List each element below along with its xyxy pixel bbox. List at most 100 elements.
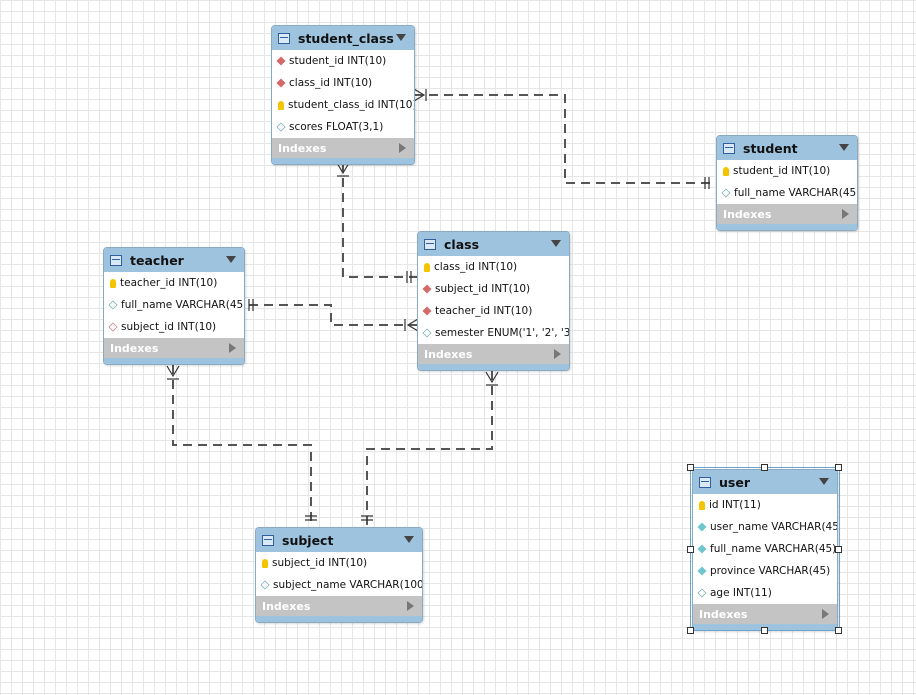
column-row[interactable]: semester ENUM('1', '2', '3') <box>418 322 569 344</box>
column-row[interactable]: teacher_id INT(10) <box>418 300 569 322</box>
foreign-key-icon <box>422 306 432 316</box>
rel-class-subject <box>366 371 493 528</box>
table-name: student <box>743 140 798 156</box>
attribute-icon <box>108 300 118 310</box>
attribute-icon <box>422 328 432 338</box>
table-icon <box>723 142 735 154</box>
bar-marker <box>406 271 412 283</box>
table-name: teacher <box>130 252 184 268</box>
foreign-key-icon <box>276 56 286 66</box>
table-teacher[interactable]: teacher teacher_id INT(10) full_name VAR… <box>103 247 245 365</box>
column-row[interactable]: full_name VARCHAR(45) <box>717 182 857 204</box>
table-class[interactable]: class class_id INT(10) subject_id INT(10… <box>417 231 570 371</box>
column-row[interactable]: user_name VARCHAR(45) <box>693 516 837 538</box>
indexes-label: Indexes <box>110 341 159 355</box>
expand-arrow-icon[interactable] <box>822 609 829 619</box>
not-null-icon <box>697 566 707 576</box>
resize-handle[interactable] <box>687 627 694 634</box>
primary-key-icon <box>262 558 268 568</box>
column-row[interactable]: teacher_id INT(10) <box>104 272 244 294</box>
column-label: teacher_id INT(10) <box>120 277 218 289</box>
column-row[interactable]: subject_id INT(10) <box>104 316 244 338</box>
column-row[interactable]: subject_id INT(10) <box>256 552 422 574</box>
bar-marker <box>704 177 710 189</box>
resize-handle[interactable] <box>761 627 768 634</box>
table-header[interactable]: student_class <box>272 26 414 50</box>
collapse-arrow-icon[interactable] <box>396 34 406 41</box>
bar-marker <box>248 299 254 311</box>
crows-foot-marker <box>413 88 426 102</box>
indexes-section[interactable]: Indexes <box>418 344 569 364</box>
resize-handle[interactable] <box>835 546 842 553</box>
table-header[interactable]: class <box>418 232 569 256</box>
table-footer-bar <box>717 224 857 230</box>
expand-arrow-icon[interactable] <box>554 349 561 359</box>
expand-arrow-icon[interactable] <box>229 343 236 353</box>
resize-handle[interactable] <box>687 546 694 553</box>
expand-arrow-icon[interactable] <box>407 601 414 611</box>
table-student_class[interactable]: student_class student_id INT(10) class_i… <box>271 25 415 165</box>
foreign-key-icon <box>108 322 118 332</box>
indexes-section[interactable]: Indexes <box>693 604 837 624</box>
attribute-icon <box>276 122 286 132</box>
primary-key-icon <box>424 262 430 272</box>
crows-foot-marker <box>336 162 350 175</box>
column-row[interactable]: student_class_id INT(10) <box>272 94 414 116</box>
table-icon <box>110 254 122 266</box>
collapse-arrow-icon[interactable] <box>839 144 849 151</box>
column-row[interactable]: id INT(11) <box>693 494 837 516</box>
expand-arrow-icon[interactable] <box>842 209 849 219</box>
bar-marker <box>305 515 317 521</box>
column-label: full_name VARCHAR(45) <box>710 543 837 555</box>
collapse-arrow-icon[interactable] <box>551 240 561 247</box>
rel-class-teacher <box>243 304 418 326</box>
resize-handle[interactable] <box>761 464 768 471</box>
column-label: class_id INT(10) <box>289 77 373 89</box>
foreign-key-icon <box>276 78 286 88</box>
collapse-arrow-icon[interactable] <box>404 536 414 543</box>
column-row[interactable]: full_name VARCHAR(45) <box>693 538 837 560</box>
column-row[interactable]: class_id INT(10) <box>418 256 569 278</box>
indexes-section[interactable]: Indexes <box>717 204 857 224</box>
table-header[interactable]: subject <box>256 528 422 552</box>
indexes-section[interactable]: Indexes <box>104 338 244 358</box>
table-header[interactable]: user <box>693 470 837 494</box>
indexes-section[interactable]: Indexes <box>272 138 414 158</box>
attribute-icon <box>721 188 731 198</box>
bar-marker <box>361 515 373 521</box>
resize-handle[interactable] <box>835 464 842 471</box>
primary-key-icon <box>723 166 729 176</box>
table-name: user <box>719 474 750 490</box>
column-row[interactable]: subject_id INT(10) <box>418 278 569 300</box>
indexes-label: Indexes <box>424 347 473 361</box>
resize-handle[interactable] <box>835 627 842 634</box>
table-student[interactable]: student student_id INT(10) full_name VAR… <box>716 135 858 231</box>
table-user[interactable]: user id INT(11) user_name VARCHAR(45) fu… <box>692 469 838 631</box>
column-row[interactable]: student_id INT(10) <box>717 160 857 182</box>
collapse-arrow-icon[interactable] <box>226 256 236 263</box>
table-header[interactable]: teacher <box>104 248 244 272</box>
table-header[interactable]: student <box>717 136 857 160</box>
table-subject[interactable]: subject subject_id INT(10) subject_name … <box>255 527 423 623</box>
table-footer-bar <box>272 158 414 164</box>
column-row[interactable]: full_name VARCHAR(45) <box>104 294 244 316</box>
column-row[interactable]: scores FLOAT(3,1) <box>272 116 414 138</box>
column-row[interactable]: age INT(11) <box>693 582 837 604</box>
table-footer-bar <box>418 364 569 370</box>
column-row[interactable]: province VARCHAR(45) <box>693 560 837 582</box>
expand-arrow-icon[interactable] <box>399 143 406 153</box>
column-label: student_class_id INT(10) <box>288 99 415 111</box>
resize-handle[interactable] <box>687 464 694 471</box>
indexes-label: Indexes <box>699 607 748 621</box>
column-row[interactable]: student_id INT(10) <box>272 50 414 72</box>
column-label: province VARCHAR(45) <box>710 565 831 577</box>
collapse-arrow-icon[interactable] <box>819 478 829 485</box>
column-row[interactable]: subject_name VARCHAR(100) <box>256 574 422 596</box>
column-label: user_name VARCHAR(45) <box>710 521 838 533</box>
column-row[interactable]: class_id INT(10) <box>272 72 414 94</box>
column-label: full_name VARCHAR(45) <box>121 299 245 311</box>
attribute-icon <box>697 588 707 598</box>
not-null-icon <box>697 544 707 554</box>
indexes-section[interactable]: Indexes <box>256 596 422 616</box>
